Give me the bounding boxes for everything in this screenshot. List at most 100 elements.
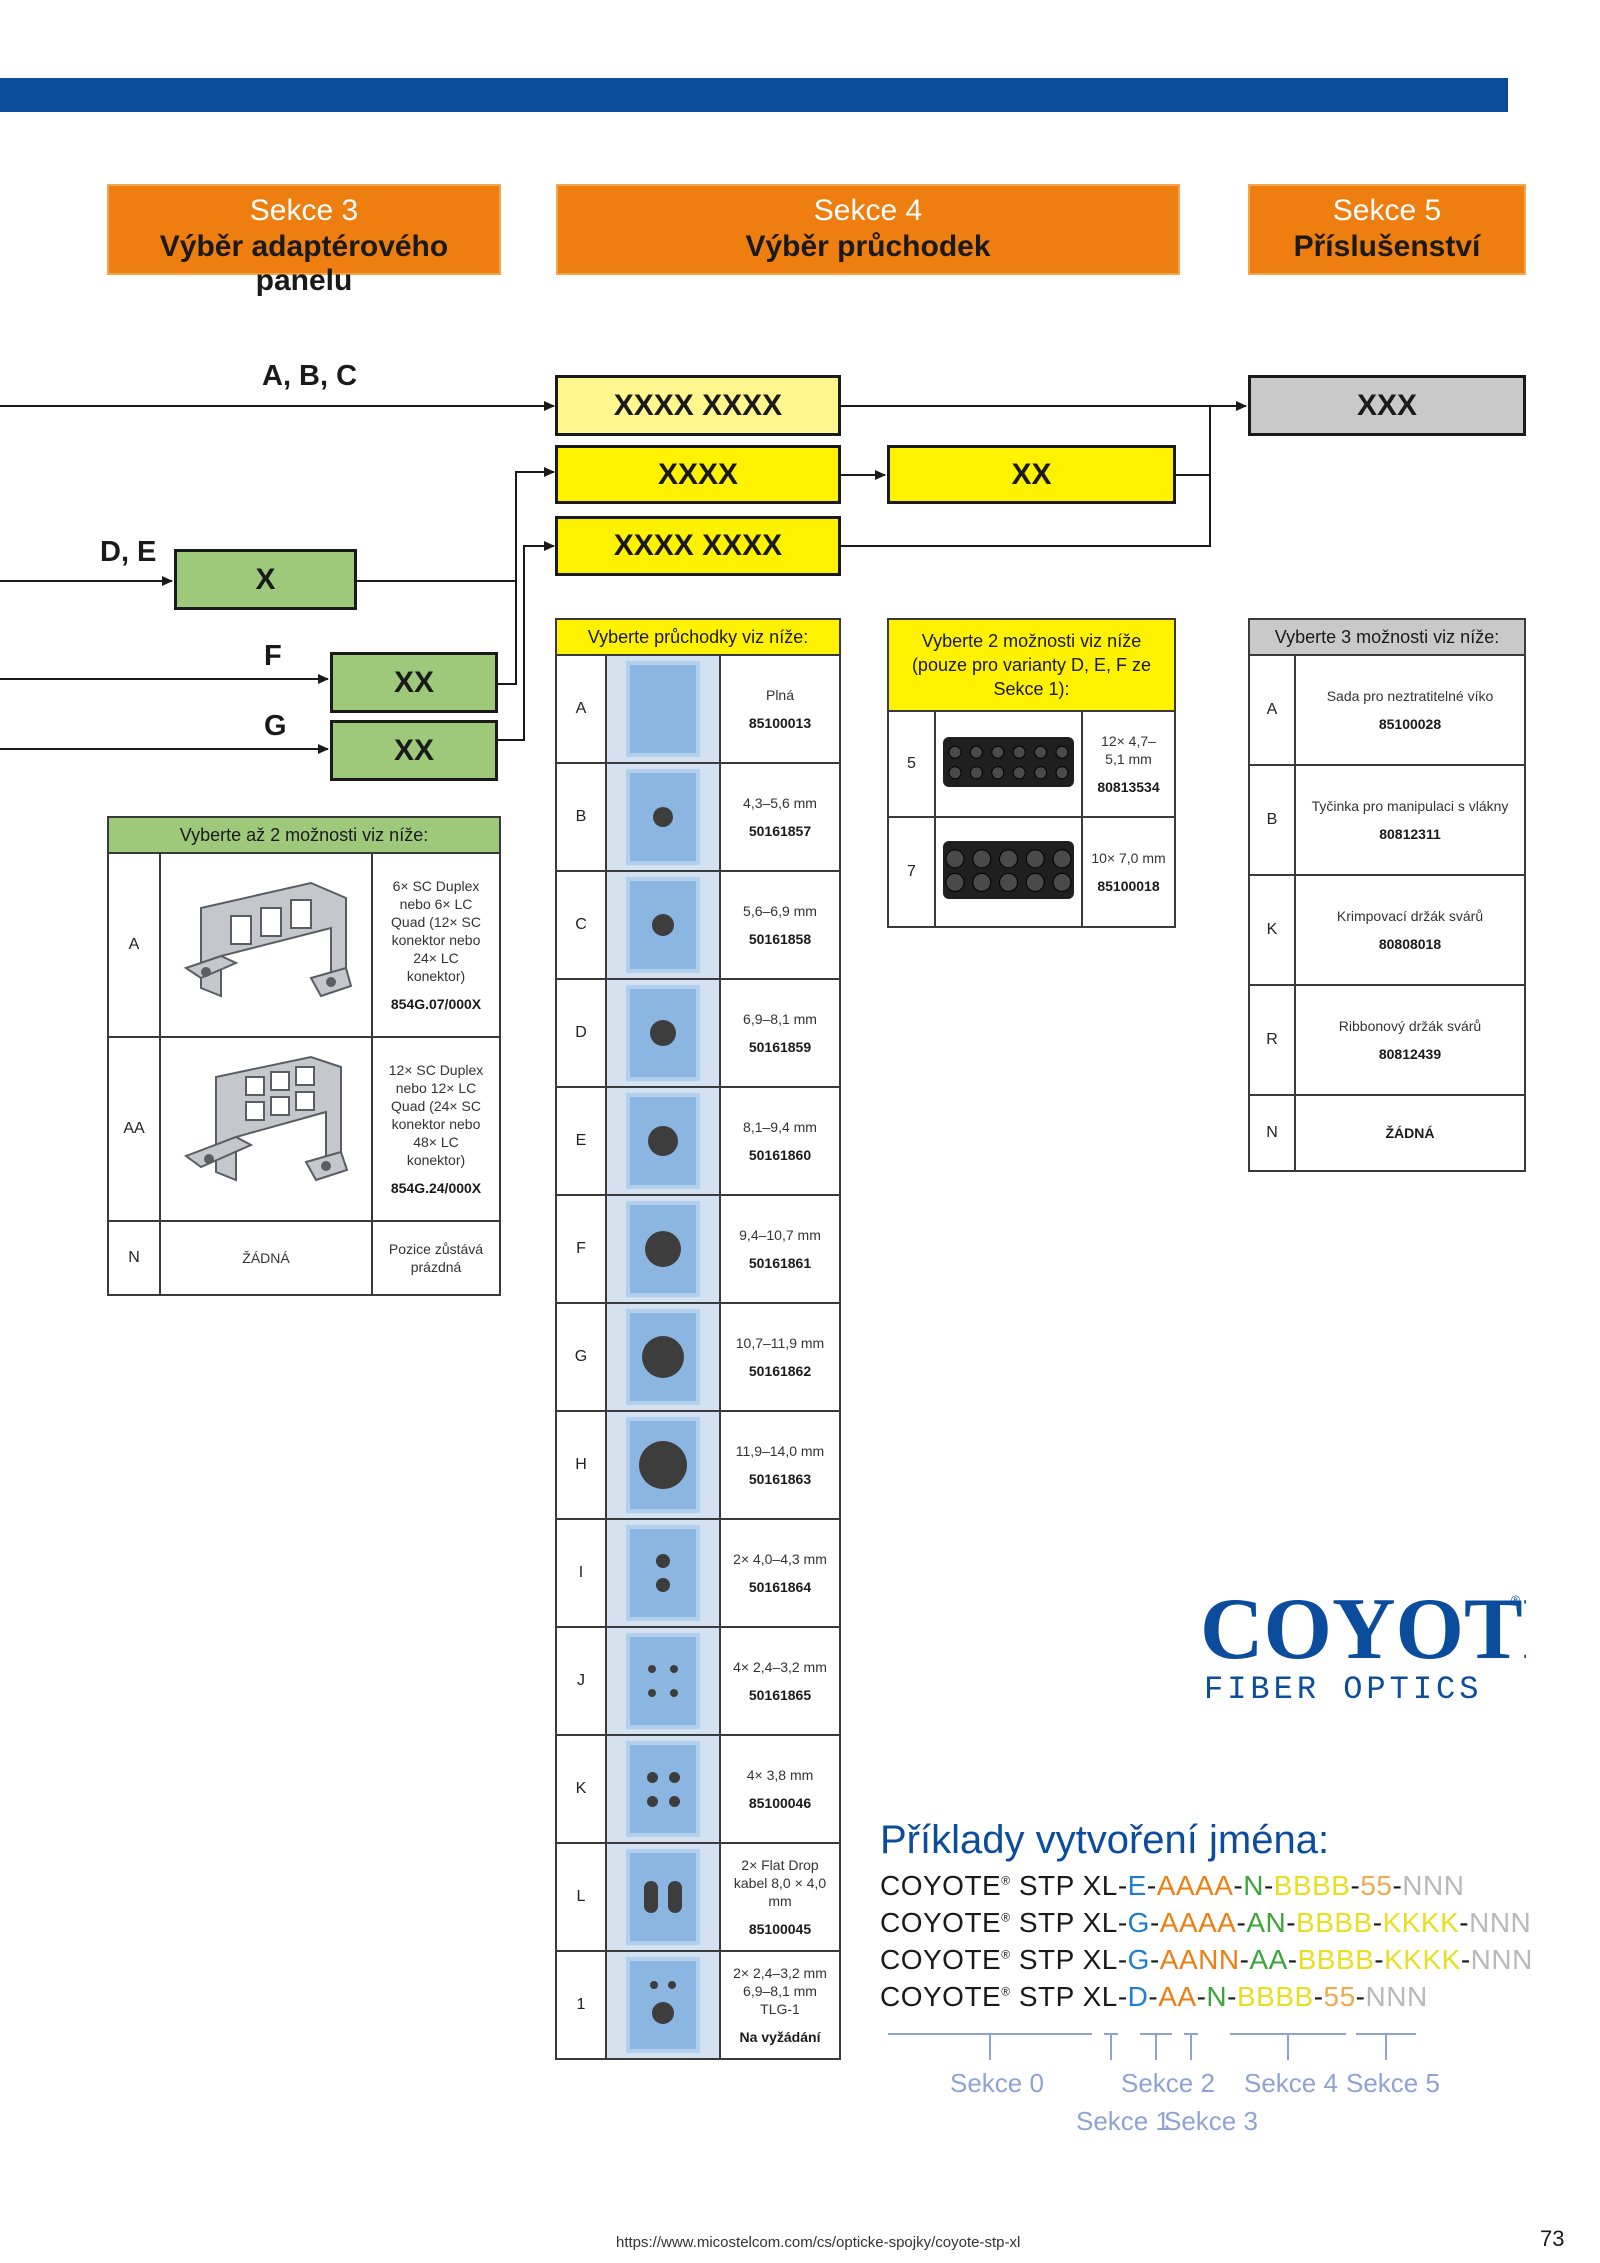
- tray-hole: [999, 848, 1018, 868]
- example-segment: G: [1127, 1944, 1150, 1975]
- example-segment: AA: [1249, 1944, 1288, 1975]
- section-3-subtitle: Výběr adaptérového panelu: [159, 230, 449, 297]
- panel-bracket-image: [159, 1036, 373, 1222]
- panel-desc-a: 6× SC Duplex nebo 6× LC Quad (12× SC kon…: [391, 878, 481, 984]
- acc-desc: Ribbonový držák svárů: [1338, 1018, 1482, 1034]
- example-segment: -: [1286, 1907, 1297, 1938]
- panel-bracket-image: [159, 852, 373, 1038]
- grommet-image: [605, 762, 721, 872]
- row-code: 5: [887, 710, 936, 818]
- grommet-part: 85100013: [748, 715, 812, 731]
- tray-hole: [945, 848, 965, 868]
- row-code: L: [555, 1842, 607, 1952]
- acc-table-header: Vyberte 3 možnosti viz níže:: [1248, 618, 1526, 656]
- example-segment: BBBB: [1273, 1870, 1351, 1901]
- row-code: G: [555, 1302, 607, 1412]
- example-segment: STP XL-: [1010, 1907, 1128, 1938]
- example-segment: -: [1148, 1981, 1159, 2012]
- sekce-0-label: Sekce 0: [950, 2068, 1044, 2098]
- grommet-hole: [652, 914, 674, 936]
- row-code: K: [1248, 874, 1296, 986]
- example-segment: STP XL-: [1010, 1870, 1128, 1901]
- tray-hole: [1052, 848, 1072, 868]
- row-desc: 12× 4,7–5,1 mm 80813534: [1081, 710, 1176, 818]
- example-segment: -: [1350, 1870, 1361, 1901]
- coyote-logo: COYOTE ® FIBER OPTICS: [1196, 1581, 1581, 1712]
- tray-hole: [1012, 765, 1026, 779]
- section-5-header: Sekce 5 Příslušenství: [1248, 184, 1526, 275]
- bracket-icon: [183, 881, 353, 997]
- tray-12-hole-icon: [943, 736, 1074, 787]
- row-code: AA: [107, 1036, 161, 1222]
- grommet-hole: [668, 1981, 676, 1989]
- grommet-hole: [670, 1689, 678, 1697]
- logo-tagline: FIBER OPTICS: [1204, 1671, 1482, 1708]
- tray-hole: [969, 765, 983, 779]
- grommet-icon: [626, 1201, 700, 1297]
- tray-hole: [948, 765, 962, 779]
- panel-part-a: 854G.07/000X: [390, 996, 482, 1012]
- footer-url[interactable]: https://www.micostelcom.com/cs/opticke-s…: [616, 2234, 1021, 2251]
- row-code: D: [555, 978, 607, 1088]
- grommet-hole: [646, 1771, 658, 1783]
- grommet-hole: [652, 2002, 674, 2024]
- tray-hole: [945, 872, 965, 892]
- example-segment: ®: [1001, 1910, 1011, 1925]
- sekce-2-label: Sekce 2: [1121, 2068, 1215, 2098]
- example-segment: -: [1460, 1944, 1471, 1975]
- row-code: 1: [555, 1950, 607, 2060]
- box-sec5: XXX: [1248, 375, 1526, 436]
- section-3-title: Sekce 3: [249, 194, 359, 227]
- grommet-desc: 2× 4,0–4,3 mm: [733, 1551, 827, 1567]
- grommet-hole: [656, 1578, 670, 1592]
- grommet-hole: [668, 1771, 680, 1783]
- tray-hole: [969, 745, 983, 759]
- example-segment: -: [1239, 1944, 1250, 1975]
- row-code: E: [555, 1086, 607, 1196]
- grommet-hole: [642, 1336, 684, 1378]
- bracket-large-icon: [183, 1055, 349, 1181]
- acc-part: 80812311: [1379, 826, 1441, 842]
- grommet-part: 50161864: [748, 1579, 812, 1595]
- grommet-image: [605, 870, 721, 980]
- grommet-hole: [670, 1665, 678, 1673]
- grommet-icon: [626, 1633, 700, 1729]
- tray-part-5: 80813534: [1097, 779, 1160, 795]
- example-segment: AAAA: [1159, 1907, 1237, 1938]
- section-4-header: Sekce 4 Výběr průchodek: [556, 184, 1180, 275]
- flow-label-de: D, E: [100, 536, 157, 568]
- tray-body: [943, 736, 1074, 787]
- grommet-part: 85100045: [748, 1921, 812, 1937]
- grommet-image: [605, 654, 721, 764]
- example-segment: NNN: [1469, 1907, 1532, 1938]
- table-row: AA 12× SC Duplex nebo 12×: [107, 1036, 501, 1222]
- grommet-hole: [646, 1795, 658, 1807]
- example-segment: -: [1149, 1944, 1160, 1975]
- tray-hole: [1034, 745, 1048, 759]
- row-desc: ŽÁDNÁ: [1294, 1094, 1526, 1172]
- grommet-image: [605, 1842, 721, 1952]
- example-segment: COYOTE: [880, 1944, 1002, 1975]
- box-f: XX: [330, 652, 498, 713]
- grommet-desc: 6,9–8,1 mm: [743, 1011, 817, 1027]
- grommet-image: [605, 1302, 721, 1412]
- example-segment: COYOTE: [880, 1981, 1002, 2012]
- example-line-3: COYOTE® STP XL-G-AANN-AA-BBBB-KKKK-NNN: [880, 1944, 1533, 1976]
- sekce-1-label: Sekce 1: [1076, 2106, 1170, 2136]
- top-color-bar: [0, 78, 1508, 112]
